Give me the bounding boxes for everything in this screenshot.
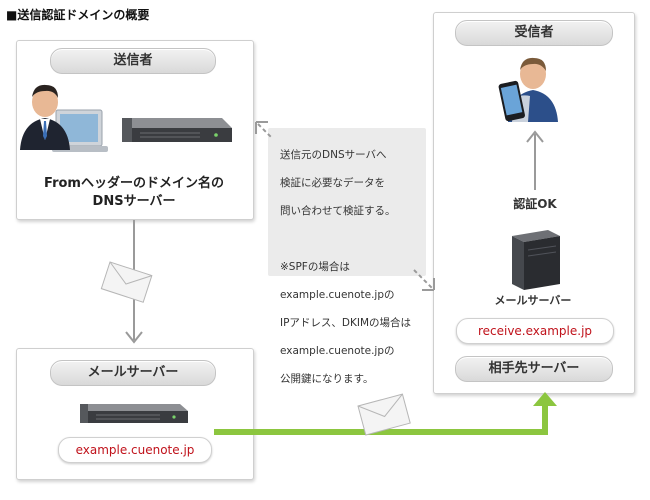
recipient-header: 受信者 [455,20,613,46]
note-line-7: IPアドレス、DKIMの場合は [280,317,412,329]
dns-desc-line-1: Fromヘッダーのドメイン名の [44,176,224,191]
recipient-domain: receive.example.jp [456,318,614,344]
delivery-green-arrow [214,402,548,435]
note-line-3: 問い合わせて検証する。 [280,205,396,217]
recipient-server-label: メールサーバー [494,294,572,307]
dns-server-description: Fromヘッダーのドメイン名の DNSサーバー [16,175,252,211]
verification-note-box [268,128,426,276]
mail-server-domain: example.cuenote.jp [58,437,212,463]
auth-ok-label: 認証OK [513,197,557,211]
note-line-9: 公開鍵になります。 [280,373,374,385]
page-title: ■送信認証ドメインの概要 [6,8,150,22]
recipient-footer: 相手先サーバー [455,356,613,382]
dns-query-dashed-arrows [255,121,435,291]
note-line-6: example.cuenote.jpの [280,289,395,301]
sender-header: 送信者 [50,48,216,74]
mail-server-header: メールサーバー [50,360,216,386]
dns-desc-line-2: DNSサーバー [92,194,176,209]
note-line-2: 検証に必要なデータを [280,177,385,189]
verification-note-text: 送信元のDNSサーバへ 検証に必要なデータを 問い合わせて検証する。 ※SPFの… [280,134,426,400]
envelope-icon [357,393,411,436]
note-line-1: 送信元のDNSサーバへ [280,149,387,161]
note-line-5: ※SPFの場合は [280,261,350,273]
envelope-icon [100,261,153,303]
note-line-8: example.cuenote.jpの [280,345,395,357]
